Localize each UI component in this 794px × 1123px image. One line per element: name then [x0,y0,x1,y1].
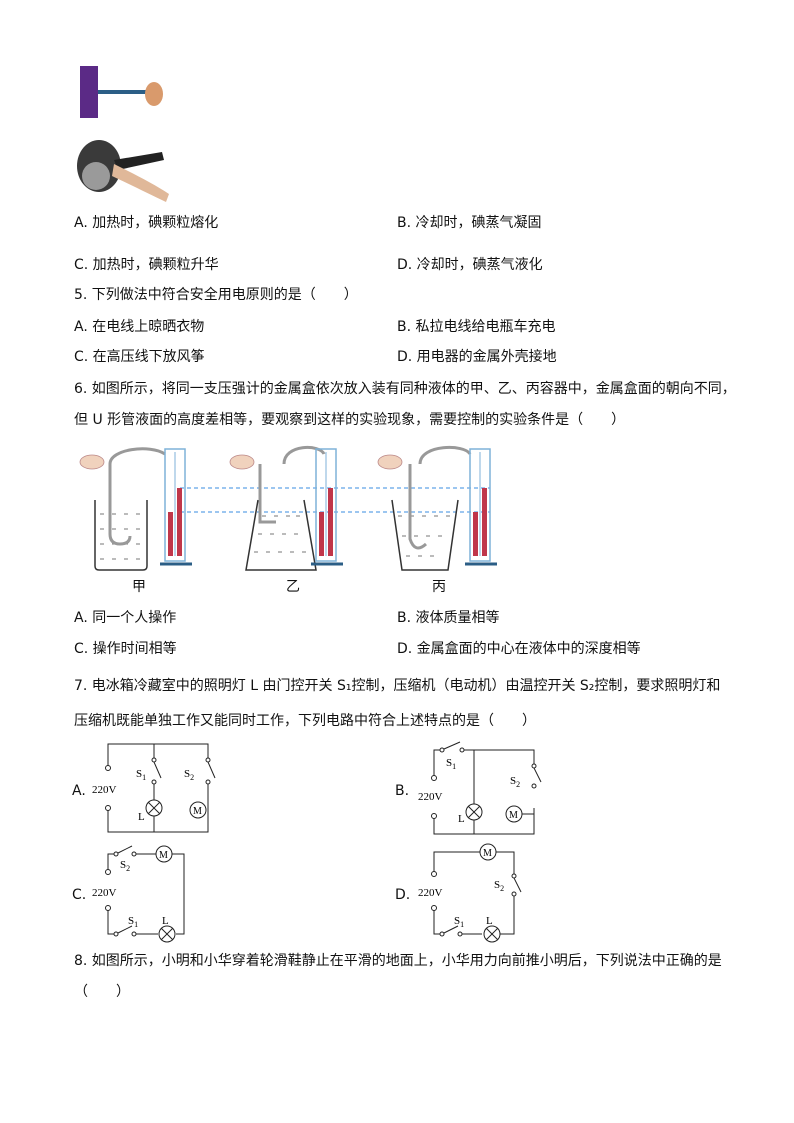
circuit-b[interactable]: S1 220V L S2 M [414,736,544,840]
q6-option-a[interactable]: A. 同一个人操作 [74,610,177,626]
svg-text:L: L [486,915,493,927]
circuit-c-letter[interactable]: C. [72,887,87,903]
container-yi [229,445,326,571]
circuit-b-letter[interactable]: B. [395,783,410,799]
circuit-a-letter[interactable]: A. [72,783,86,799]
q6-stem-line-2: 但 U 形管液面的高度差相等，要观察到这样的实验现象，需要控制的实验条件是（ ） [74,412,626,428]
q5-option-b[interactable]: B. 私拉电线给电瓶车充电 [397,319,556,335]
svg-text:M: M [509,810,518,821]
svg-text:220V: 220V [418,887,443,899]
label-jia: 甲 [132,579,146,595]
svg-text:S2: S2 [494,879,504,893]
q6-option-b[interactable]: B. 液体质量相等 [397,610,500,626]
q4-option-a[interactable]: A. 加热时，碘颗粒熔化 [74,215,219,231]
q4-option-c[interactable]: C. 加热时，碘颗粒升华 [74,257,219,273]
q6-stem-line-1: 6. 如图所示，将同一支压强计的金属盒依次放入装有同种液体的甲、乙、丙容器中，金… [74,381,736,397]
container-jia [79,447,166,571]
svg-text:L: L [162,915,169,927]
q7-stem-line-1: 7. 电冰箱冷藏室中的照明灯 L 由门控开关 S₁控制，压缩机（电动机）由温控开… [74,678,721,694]
q5-option-d[interactable]: D. 用电器的金属外壳接地 [397,349,557,365]
svg-text:L: L [458,813,465,825]
q4-option-b[interactable]: B. 冷却时，碘蒸气凝固 [397,215,542,231]
circuit-c[interactable]: S2 M 220V S1 L [88,844,218,944]
q8-stem-line-2: （ ） [74,984,130,1000]
q6-option-d[interactable]: D. 金属盒面的中心在液体中的深度相等 [397,641,641,657]
svg-text:S2: S2 [510,775,520,789]
voltage-label: 220V [92,784,117,796]
circuit-a[interactable]: 220V S1 L S2 M [88,738,218,838]
q8-stem-line-1: 8. 如图所示，小明和小华穿着轮滑鞋静止在平滑的地面上，小华用力向前推小明后，下… [74,953,722,969]
circuit-d[interactable]: M S2 220V S1 L [414,842,544,944]
q6-option-c[interactable]: C. 操作时间相等 [74,641,177,657]
svg-text:S2: S2 [184,768,194,782]
svg-text:220V: 220V [92,887,117,899]
q4-option-d[interactable]: D. 冷却时，碘蒸气液化 [397,257,543,273]
hair-dryer-figure [77,140,169,202]
svg-text:S1: S1 [446,757,456,771]
q7-stem-line-2: 压缩机既能单独工作又能同时工作，下列电路中符合上述特点的是（ ） [74,713,536,729]
q5-option-c[interactable]: C. 在高压线下放风筝 [74,349,205,365]
svg-text:S1: S1 [454,915,464,929]
squeegee-figure [80,66,163,118]
svg-text:M: M [193,806,202,817]
svg-text:220V: 220V [418,791,443,803]
svg-text:M: M [159,850,168,861]
svg-text:L: L [138,811,145,823]
label-yi: 乙 [286,579,300,595]
u-tube-yi [311,448,343,566]
svg-text:M: M [483,848,492,859]
container-bing [377,445,472,571]
pressure-gauge-figure [79,445,497,571]
label-bing: 丙 [432,579,446,595]
u-tube-jia [160,448,192,566]
svg-text:S1: S1 [128,915,138,929]
svg-text:S1: S1 [136,768,146,782]
q5-option-a[interactable]: A. 在电线上晾晒衣物 [74,319,205,335]
q5-stem: 5. 下列做法中符合安全用电原则的是（ ） [74,287,358,303]
circuit-d-letter[interactable]: D. [395,887,411,903]
svg-text:S2: S2 [120,859,130,873]
u-tube-bing [465,448,497,566]
